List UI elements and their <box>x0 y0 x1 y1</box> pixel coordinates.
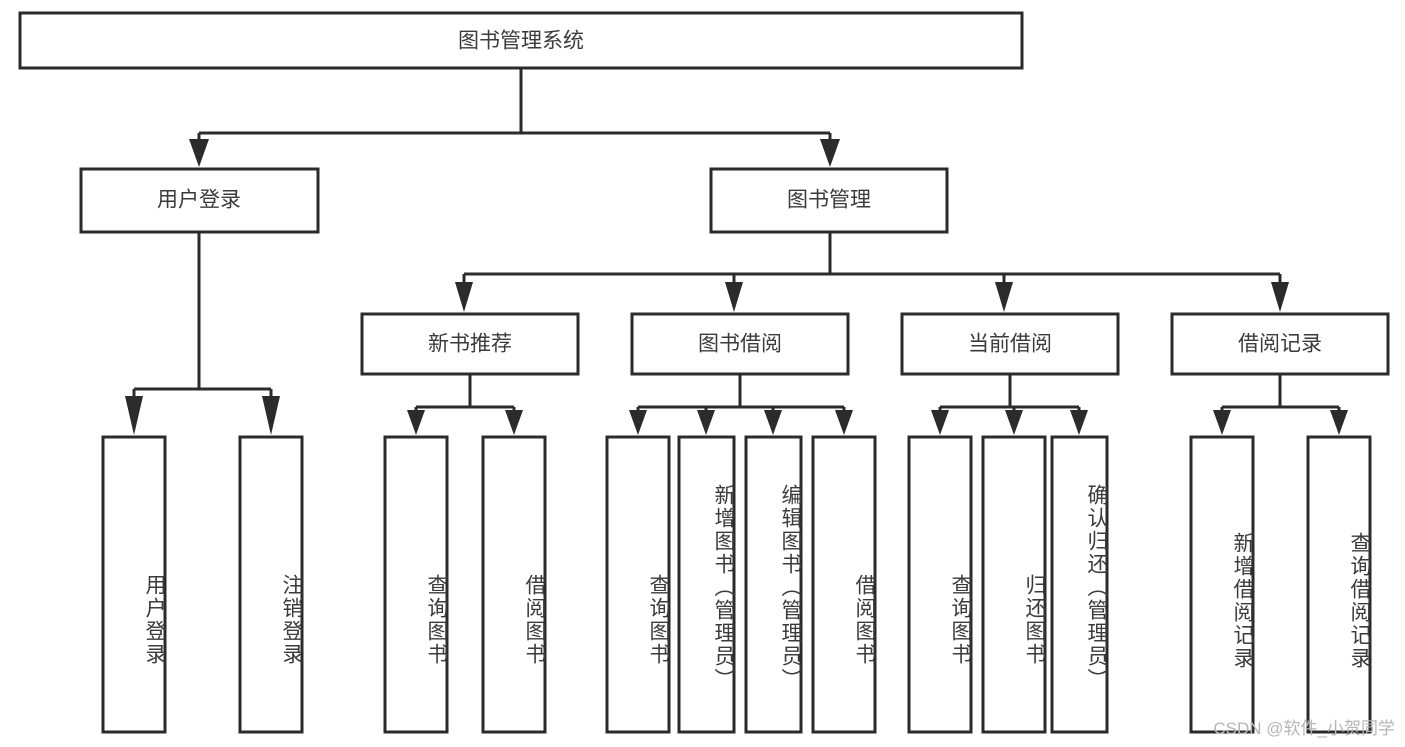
node-leaf-query-book-current-box[interactable] <box>907 435 973 734</box>
node-book-management-box[interactable] <box>709 167 949 234</box>
connector-borrow-record-to-leaves <box>1213 374 1348 435</box>
node-user-login-box[interactable] <box>79 167 320 234</box>
node-leaf-add-borrow-record-box[interactable] <box>1189 435 1255 734</box>
node-user-login[interactable]: 用户登录 <box>79 167 320 234</box>
node-leaf-add-book-admin-box[interactable] <box>677 435 736 734</box>
node-current-borrow[interactable]: 当前借阅 <box>900 312 1120 376</box>
arrowhead-leaf-borrow-book-borrow <box>835 410 853 435</box>
arrowhead-leaf-logout-login <box>262 396 280 435</box>
arrowhead-leaf-add-borrow-record <box>1213 410 1231 435</box>
arrowhead-book-borrow <box>725 282 743 312</box>
node-book-borrow-box[interactable] <box>630 312 850 376</box>
node-leaf-logout-login-box[interactable] <box>238 435 304 734</box>
node-root-label: 图书管理系统 <box>458 30 584 53</box>
connector-book-management-to-level3 <box>455 232 1289 312</box>
arrowhead-leaf-query-borrow-record <box>1330 410 1348 435</box>
node-book-management-label: 图书管理 <box>787 189 871 212</box>
arrowhead-leaf-confirm-return-admin <box>1070 410 1088 435</box>
arrowhead-user-login <box>189 139 209 167</box>
node-leaf-return-book-box[interactable] <box>981 435 1047 734</box>
arrowhead-current-borrow <box>995 282 1013 312</box>
node-leaf-user-login-box[interactable] <box>101 435 167 734</box>
node-current-borrow-box[interactable] <box>900 312 1120 376</box>
node-leaf-query-book-borrow-box[interactable] <box>605 435 671 734</box>
connector-current-borrow-to-leaves <box>931 374 1088 435</box>
node-user-login-label: 用户登录 <box>157 189 241 212</box>
node-leaf-edit-book-admin-box[interactable] <box>744 435 803 734</box>
arrowhead-leaf-edit-book-admin <box>764 410 782 435</box>
node-book-management[interactable]: 图书管理 <box>709 167 949 234</box>
node-book-borrow-label: 图书借阅 <box>698 333 782 356</box>
node-root-box[interactable] <box>18 11 1024 70</box>
node-new-book-recommend-label: 新书推荐 <box>428 333 512 356</box>
node-book-borrow[interactable]: 图书借阅 <box>630 312 850 376</box>
leaf-boxes <box>101 435 1372 734</box>
node-new-book-recommend[interactable]: 新书推荐 <box>360 312 580 376</box>
node-leaf-borrow-book-recommend-box[interactable] <box>481 435 547 734</box>
connector-root-to-level2 <box>189 68 840 167</box>
node-leaf-confirm-return-admin-box[interactable] <box>1050 435 1109 734</box>
watermark-label: CSDN @软件_小贺同学 <box>1213 719 1395 738</box>
arrowhead-leaf-query-book-borrow <box>629 410 647 435</box>
arrowhead-leaf-query-book-recommend <box>407 410 425 435</box>
arrowhead-leaf-query-book-current <box>931 410 949 435</box>
arrowhead-leaf-user-login <box>125 396 143 435</box>
node-borrow-record-label: 借阅记录 <box>1238 333 1322 356</box>
node-leaf-query-borrow-record-box[interactable] <box>1306 435 1372 734</box>
arrowhead-new-book-recommend <box>455 282 473 312</box>
node-new-book-recommend-box[interactable] <box>360 312 580 376</box>
node-leaf-borrow-book-borrow-box[interactable] <box>811 435 877 734</box>
connector-user-login-to-leaves <box>125 232 280 435</box>
node-borrow-record[interactable]: 借阅记录 <box>1170 312 1390 376</box>
arrowhead-leaf-borrow-book-recommend <box>505 410 523 435</box>
arrowhead-leaf-return-book <box>1005 410 1023 435</box>
node-leaf-query-book-recommend-box[interactable] <box>383 435 449 734</box>
node-current-borrow-label: 当前借阅 <box>968 333 1052 356</box>
node-root[interactable]: 图书管理系统 <box>18 11 1024 70</box>
arrowhead-borrow-record <box>1271 282 1289 312</box>
connector-new-book-recommend-to-leaves <box>407 374 523 435</box>
connector-book-borrow-to-leaves <box>629 374 853 435</box>
arrowhead-leaf-add-book-admin <box>697 410 715 435</box>
node-borrow-record-box[interactable] <box>1170 312 1390 376</box>
arrowhead-book-management <box>820 139 840 167</box>
